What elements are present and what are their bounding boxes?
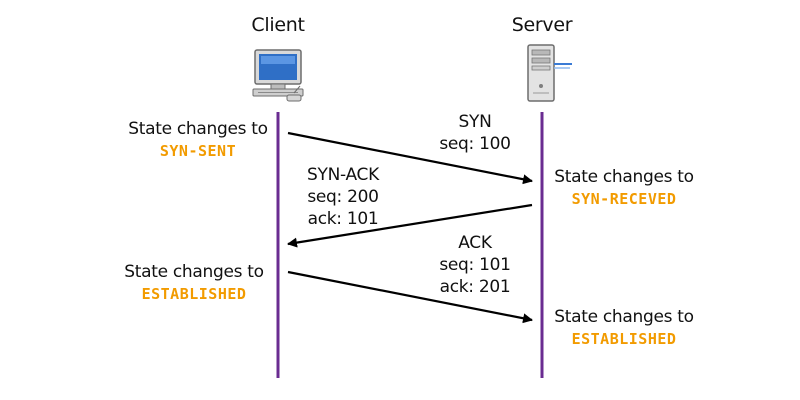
desktop-computer-icon: [252, 49, 304, 102]
ack-message-label: ACK seq: 101 ack: 201: [425, 232, 525, 298]
state-changes-text: State changes to: [124, 262, 264, 282]
syn-ack-arrow: [287, 203, 533, 248]
client-label: Client: [251, 14, 305, 36]
state-changes-text: State changes to: [554, 307, 694, 327]
ack-arrow: [287, 270, 533, 324]
state-name: ESTABLISHED: [141, 285, 247, 303]
syn-ack-name: SYN-ACK: [307, 165, 379, 185]
server-state-established: State changes to ESTABLISHED: [534, 306, 714, 350]
client-state-syn-sent: State changes to SYN-SENT: [108, 118, 288, 162]
syn-message-label: SYN seq: 100: [430, 111, 520, 155]
state-name: SYN-SENT: [159, 142, 237, 160]
state-name: ESTABLISHED: [571, 330, 677, 348]
syn-name: SYN: [458, 112, 492, 132]
state-name: SYN-RECEVED: [571, 190, 677, 208]
ack-name: ACK: [458, 233, 492, 253]
ack-seq: seq: 101: [439, 255, 511, 275]
syn-ack-message-label: SYN-ACK seq: 200 ack: 101: [293, 164, 393, 230]
ack-ack: ack: 201: [439, 277, 511, 297]
syn-ack-ack: ack: 101: [307, 209, 379, 229]
client-state-established: State changes to ESTABLISHED: [104, 261, 284, 305]
state-changes-text: State changes to: [128, 119, 268, 139]
server-state-syn-received: State changes to SYN-RECEVED: [534, 166, 714, 210]
syn-arrow: [287, 131, 533, 185]
state-changes-text: State changes to: [554, 167, 694, 187]
server-label: Server: [511, 14, 573, 36]
tower-server-icon: [527, 44, 572, 102]
syn-seq: seq: 100: [439, 134, 511, 154]
syn-ack-seq: seq: 200: [307, 187, 379, 207]
